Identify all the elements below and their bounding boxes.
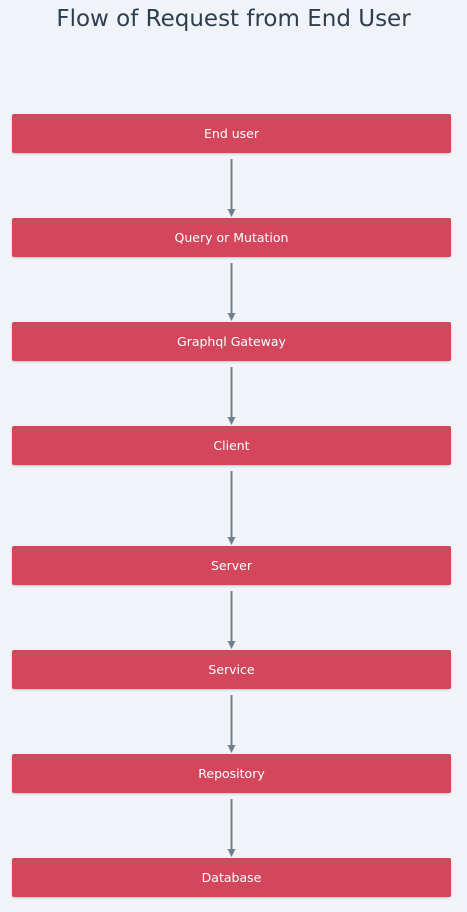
node-client: Client xyxy=(12,426,451,465)
node-end-user: End user xyxy=(12,114,451,153)
node-graphql-gateway: Graphql Gateway xyxy=(12,322,451,361)
node-repository: Repository xyxy=(12,754,451,793)
node-database: Database xyxy=(12,858,451,897)
diagram-title: Flow of Request from End User xyxy=(56,6,411,32)
node-query-or-mutation: Query or Mutation xyxy=(12,218,451,257)
node-server: Server xyxy=(12,546,451,585)
node-service: Service xyxy=(12,650,451,689)
